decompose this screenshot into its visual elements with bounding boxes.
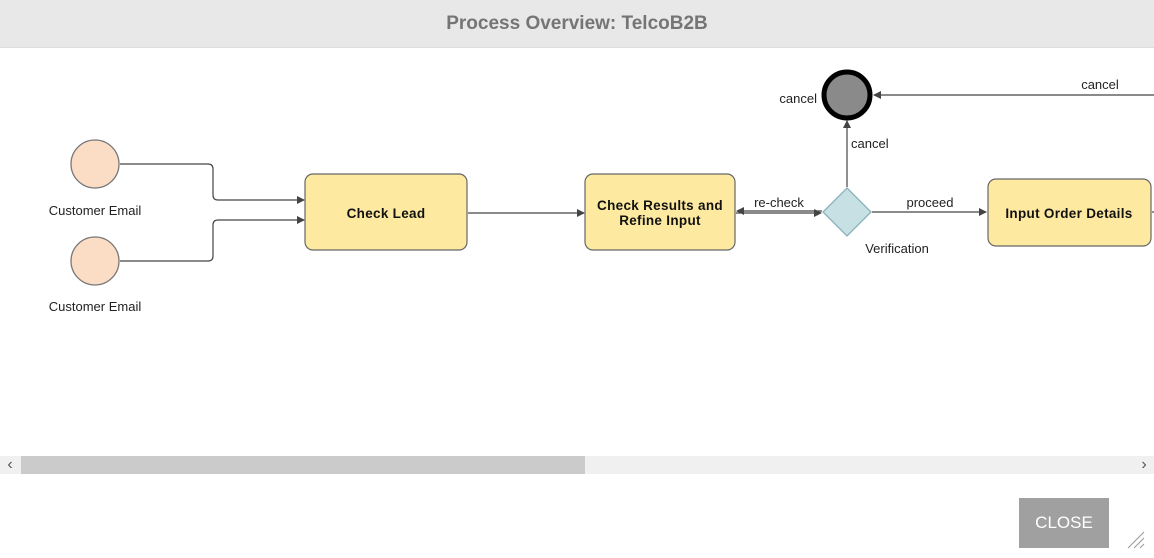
- start-event-2[interactable]: [70, 236, 120, 286]
- end-event-cancel-label: cancel: [779, 91, 817, 106]
- flow-start2-to-checklead: [120, 216, 305, 262]
- gateway-verification-label: Verification: [865, 241, 929, 256]
- task-check-lead-label: Check Lead: [347, 206, 426, 221]
- task-check-results[interactable]: [584, 173, 736, 251]
- close-button[interactable]: CLOSE: [1019, 498, 1109, 548]
- scrollbar-thumb[interactable]: [21, 456, 585, 474]
- start-event-2-label: Customer Email: [49, 299, 142, 314]
- dialog-title: Process Overview: TelcoB2B: [446, 12, 708, 34]
- task-check-lead[interactable]: [304, 173, 468, 251]
- start-event-1[interactable]: [70, 139, 120, 189]
- flow-start1-to-checklead: [120, 163, 305, 204]
- task-input-order-details[interactable]: [987, 178, 1152, 247]
- dialog-header: Process Overview: TelcoB2B: [0, 0, 1154, 48]
- start-event-1-label: Customer Email: [49, 203, 142, 218]
- gateway-verification[interactable]: [822, 187, 872, 237]
- scroll-left-icon[interactable]: ‹: [7, 456, 13, 473]
- resize-grip-icon[interactable]: [1124, 528, 1146, 550]
- flow-recheck-label: re-check: [754, 195, 804, 210]
- horizontal-scrollbar[interactable]: ‹ ›: [0, 456, 1154, 474]
- scroll-right-icon[interactable]: ›: [1141, 456, 1147, 473]
- process-diagram: Customer Email Customer Email Check Lead…: [49, 69, 1154, 314]
- task-check-results-label-line2: Refine Input: [619, 213, 701, 228]
- task-input-order-details-label: Input Order Details: [1005, 206, 1132, 221]
- flow-cancel-up-label: cancel: [851, 136, 889, 151]
- flow-cancel-top-label: cancel: [1081, 77, 1119, 92]
- process-diagram-canvas[interactable]: Customer Email Customer Email Check Lead…: [0, 48, 1154, 456]
- task-check-results-label-line1: Check Results and: [597, 198, 723, 213]
- flow-proceed-label: proceed: [907, 195, 954, 210]
- end-event-cancel[interactable]: [821, 69, 873, 121]
